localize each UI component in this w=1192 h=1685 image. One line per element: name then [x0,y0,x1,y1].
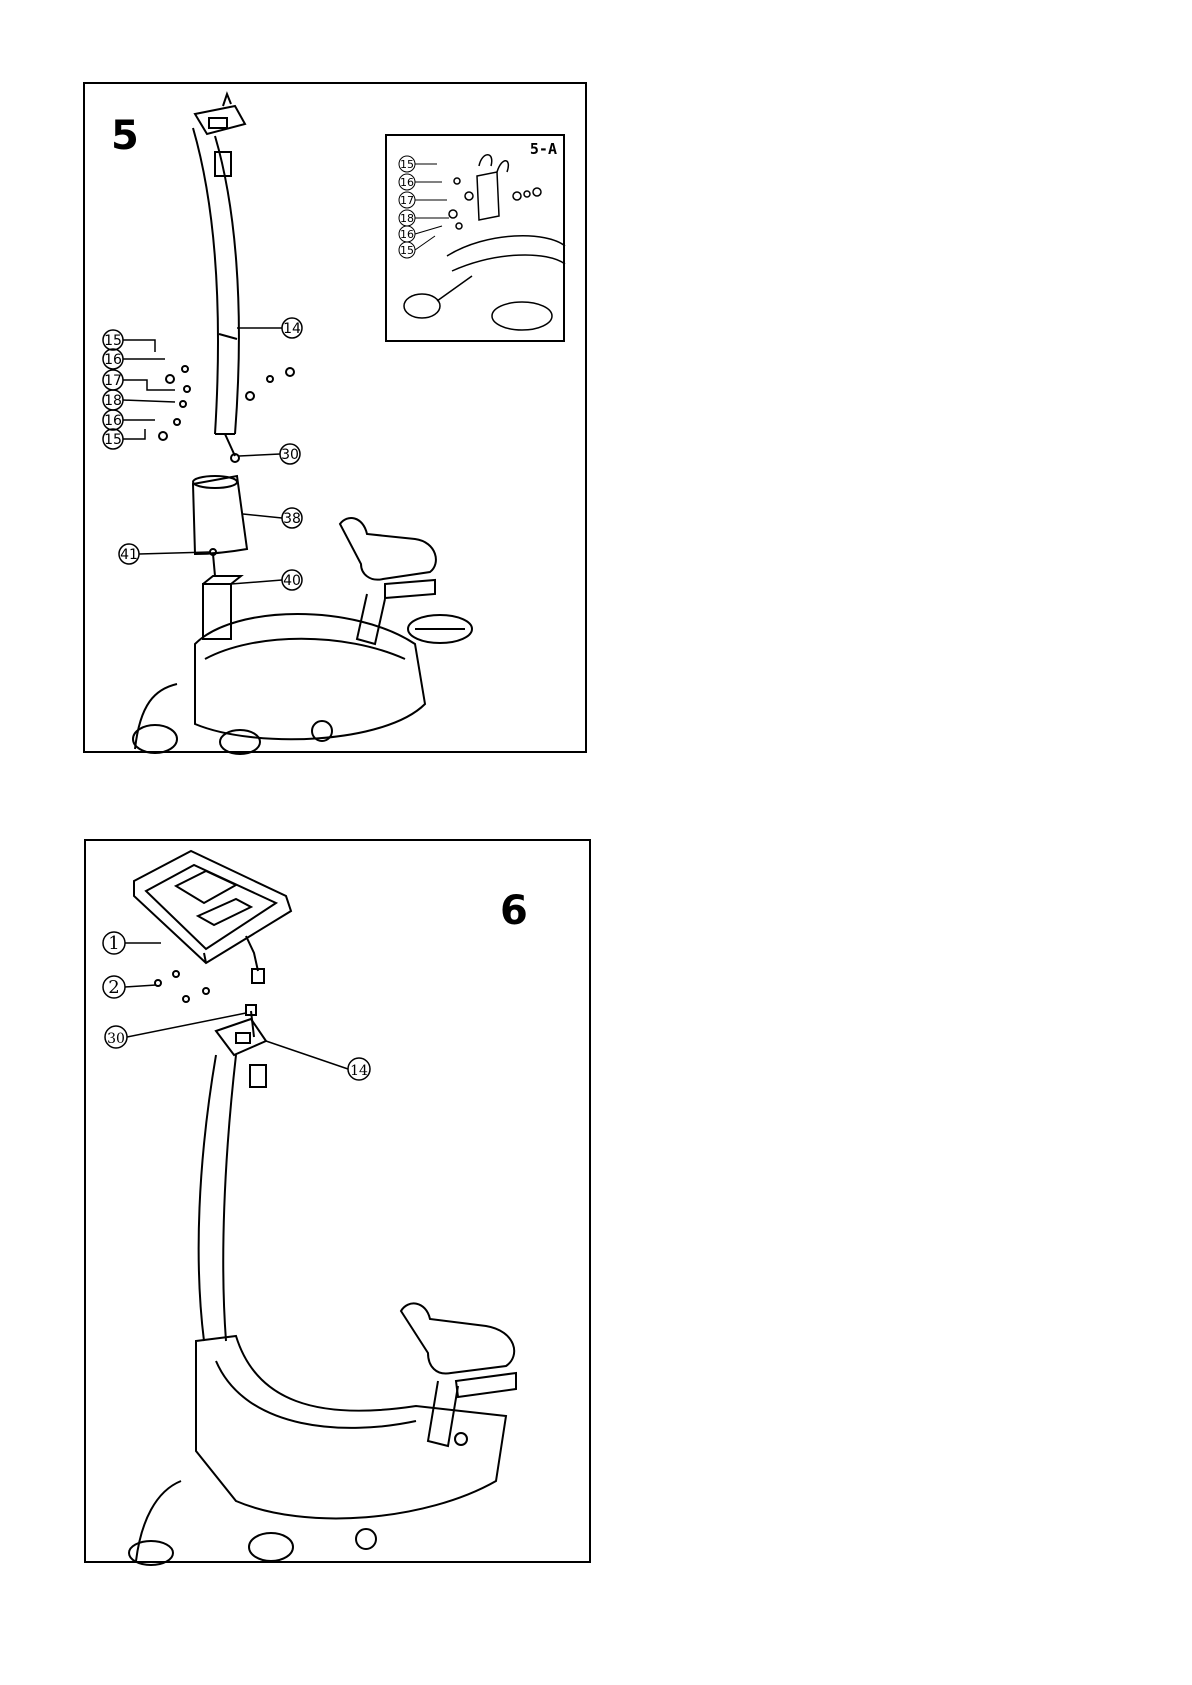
column-right [223,1055,236,1341]
callout-16-bottom: 16 [104,413,122,429]
inset-callout-16-top: 16 [400,176,414,189]
base-post [203,584,231,639]
callout-40: 40 [283,573,301,589]
callout-30-step6: 30 [107,1031,125,1047]
bike-frame [195,614,425,739]
callout-2: 2 [108,977,119,998]
step-5-panel: 5 [83,82,587,753]
saddle-6 [401,1303,514,1373]
column-left [199,1055,216,1341]
callout-14-step6: 14 [350,1063,368,1079]
inset-callout-18: 18 [400,212,414,225]
inset-callout-15-bottom: 15 [400,244,414,257]
callout-38: 38 [283,511,301,527]
step-6-illustration: 1 2 30 14 [86,841,593,1565]
upright-column-right [215,136,239,434]
inset-illustration: 15 16 17 18 16 15 [387,136,567,344]
callout-30: 30 [281,447,299,463]
inset-callout-16-bottom: 16 [400,228,414,241]
callout-15-bottom: 15 [104,432,122,448]
callout-18: 18 [104,393,122,409]
saddle [340,518,436,580]
callout-16-top: 16 [104,352,122,368]
callout-17: 17 [104,373,122,389]
step-6-panel: 6 [84,839,591,1563]
inset-callout-15-top: 15 [400,158,414,171]
callout-15-top: 15 [104,333,122,349]
inset-callout-17: 17 [400,194,414,207]
callout-14: 14 [283,321,301,337]
mounting-plate [195,106,245,134]
console [134,851,291,963]
callout-1: 1 [108,933,119,954]
callout-41: 41 [120,547,138,563]
detail-inset-5a: 5-A [385,134,565,342]
